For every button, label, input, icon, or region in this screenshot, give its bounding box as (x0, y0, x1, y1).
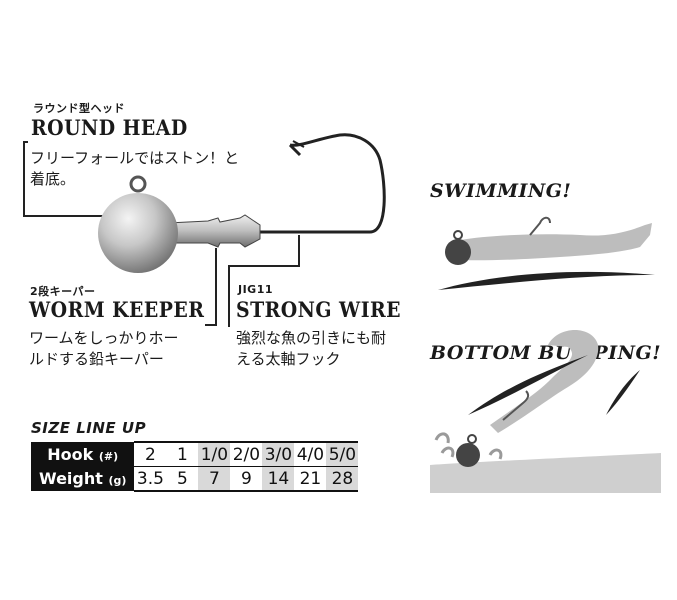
jig-head-illustration (98, 133, 386, 273)
bottom-bumping-swoosh-right (606, 370, 640, 415)
weight-unit: (g) (108, 474, 127, 488)
round-head-leader-vertical (23, 141, 25, 217)
worm-keeper-leader-vertical (215, 248, 217, 326)
strong-wire-desc-line1: 強烈な魚の引きにも耐 (236, 329, 387, 347)
swimming-jig-head (445, 239, 471, 265)
worm-keeper-jp-label: 2段キーパー (30, 285, 96, 298)
weight-cell: 3.5 (134, 466, 167, 492)
swimming-illustration (438, 216, 655, 290)
hook-size-cell: 5/0 (326, 441, 359, 467)
bottom-ground (430, 453, 661, 493)
hook-label: Hook (47, 444, 94, 464)
worm-keeper-desc-line1: ワームをしっかりホー (29, 329, 179, 347)
weight-cell: 9 (230, 466, 263, 492)
weight-cell: 28 (326, 466, 359, 492)
size-lineup-table: Hook (#) 2 1 1/0 2/0 3/0 4/0 5/0 Weight … (31, 441, 359, 492)
size-lineup-title: SIZE LINE UP (31, 419, 147, 437)
hook-row: Hook (#) 2 1 1/0 2/0 3/0 4/0 5/0 (31, 441, 359, 467)
round-ball-head (98, 193, 178, 273)
strong-wire-title: STRONG WIRE (236, 297, 402, 322)
weight-cell: 7 (198, 466, 231, 492)
round-head-title: ROUND HEAD (31, 115, 188, 140)
round-head-desc-line1: フリーフォールではストン！と (30, 149, 240, 167)
hook-wire (250, 133, 386, 234)
worm-keeper-desc: ワームをしっかりホー ルドする鉛キーパー (29, 328, 179, 370)
hook-size-cell: 3/0 (262, 441, 295, 467)
strong-wire-desc-line2: える太軸フック (236, 350, 341, 368)
worm-keeper-desc-line2: ルドする鉛キーパー (29, 350, 164, 368)
strong-wire-leader-up (298, 235, 300, 267)
round-head-leader-top (23, 141, 28, 143)
weight-cell: 5 (166, 466, 199, 492)
worm-keeper-collar (167, 214, 261, 248)
round-head-desc-line2: 着底。 (30, 170, 76, 188)
bottom-dust-puffs (434, 432, 503, 460)
round-head-desc: フリーフォールではストン！と 着底。 (30, 148, 239, 190)
hook-size-cell: 4/0 (294, 441, 327, 467)
round-head-jp-label: ラウンド型ヘッド (33, 102, 125, 115)
bottom-bumping-illustration (430, 330, 661, 493)
bottom-bumping-jig-head (456, 443, 480, 467)
swimming-eye (453, 230, 463, 240)
hook-unit: (#) (98, 449, 119, 463)
weight-label: Weight (39, 469, 103, 489)
weight-row: Weight (g) 3.5 5 7 9 14 21 28 (31, 466, 359, 492)
hook-point (288, 143, 302, 157)
hook-size-cell: 1/0 (198, 441, 231, 467)
weight-cell: 14 (262, 466, 295, 492)
weight-cell: 21 (294, 466, 327, 492)
strong-wire-leader-top (228, 265, 300, 267)
swimming-caption: SWIMMING! (430, 180, 572, 202)
bottom-bumping-swoosh-left (468, 355, 588, 415)
hook-size-cell: 1 (166, 441, 199, 467)
hook-barb (292, 140, 305, 148)
hook-size-cell: 2 (134, 441, 167, 467)
worm-keeper-leader-bottom (205, 324, 217, 326)
swimming-worm (460, 223, 652, 261)
bottom-bumping-hook (502, 390, 530, 421)
swimming-hook (529, 216, 551, 236)
weight-header: Weight (g) (31, 466, 135, 491)
bottom-bumping-caption: BOTTOM BUMPING! (430, 342, 662, 364)
hook-header: Hook (#) (31, 442, 135, 467)
strong-wire-desc: 強烈な魚の引きにも耐 える太軸フック (236, 328, 386, 370)
bottom-bumping-eye (467, 434, 477, 444)
worm-keeper-title: WORM KEEPER (29, 297, 205, 322)
round-head-leader-bottom (23, 215, 108, 217)
swimming-motion-swoosh (438, 271, 655, 290)
line-eye (129, 175, 147, 193)
hook-size-cell: 2/0 (230, 441, 263, 467)
strong-wire-leader-vertical (228, 265, 230, 327)
strong-wire-jp-label: JIG11 (238, 283, 274, 296)
